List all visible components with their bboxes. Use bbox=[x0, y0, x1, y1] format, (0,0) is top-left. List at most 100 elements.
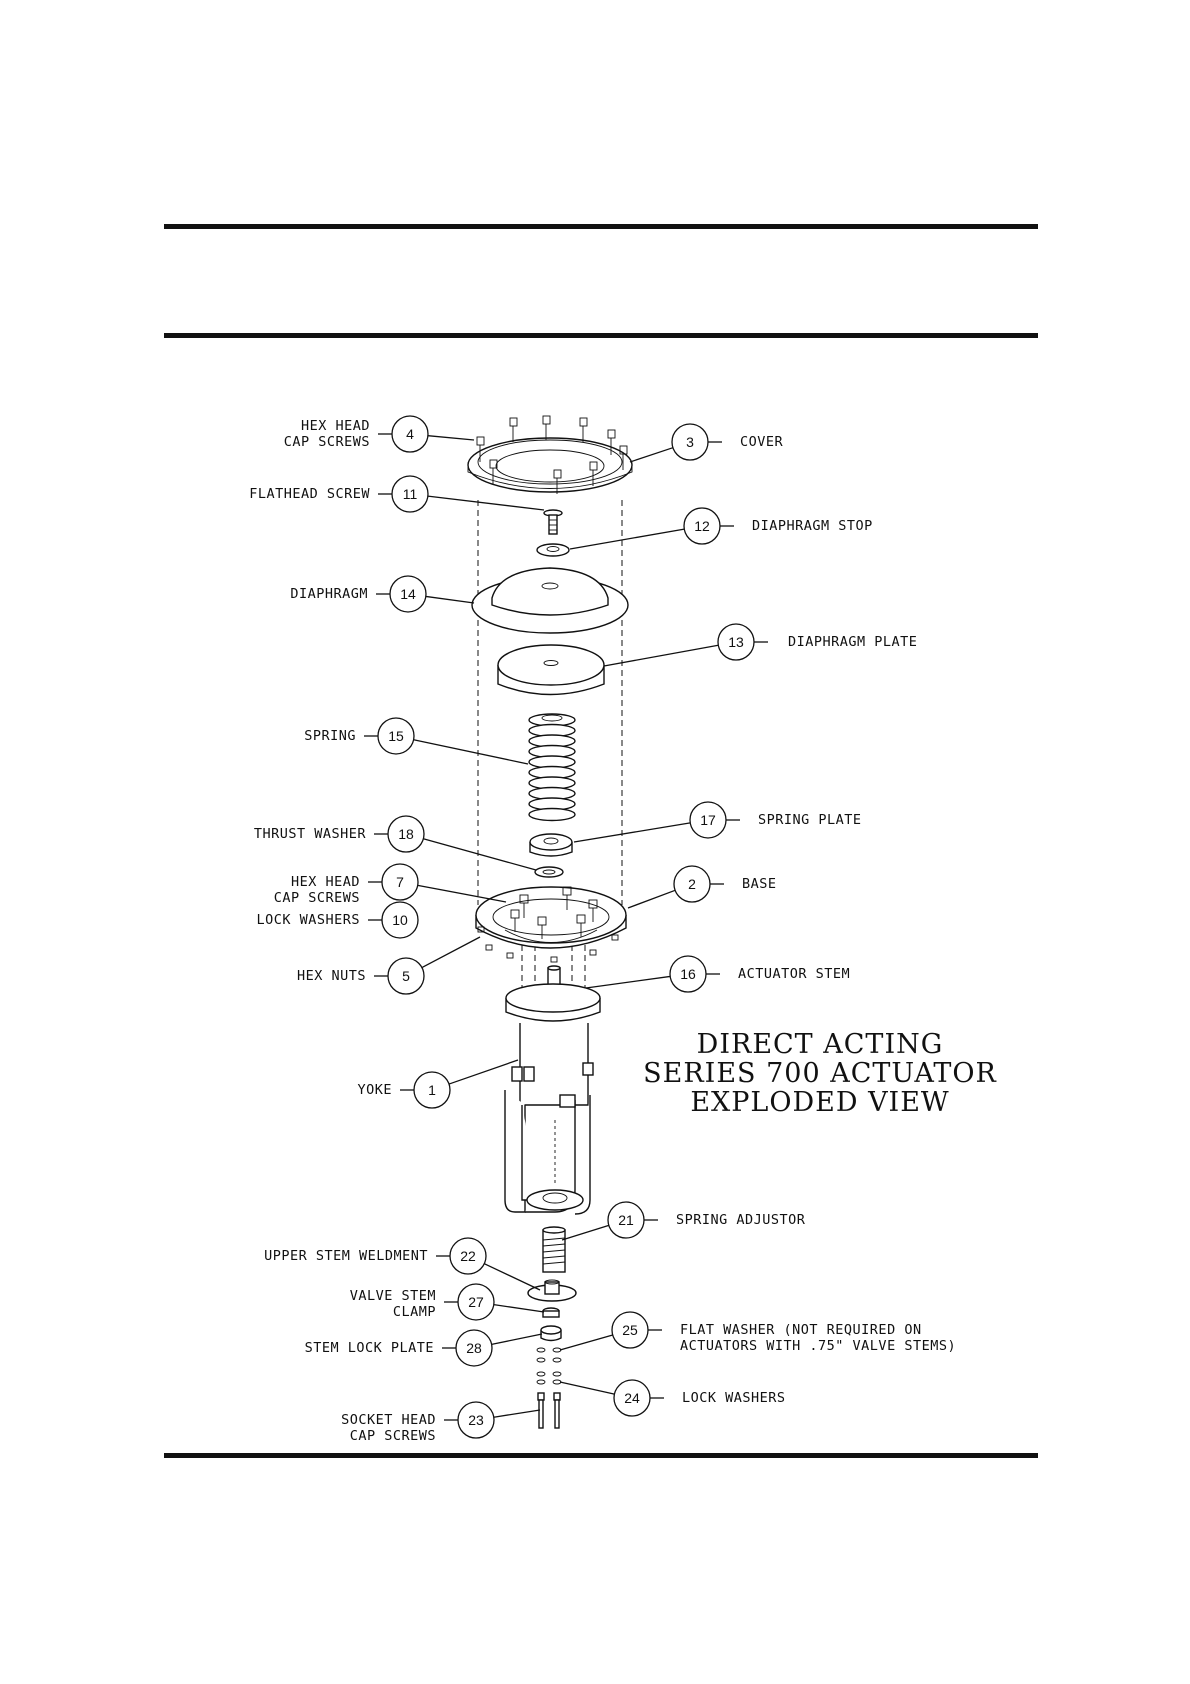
callout-leader bbox=[427, 435, 475, 441]
callout-leader bbox=[491, 1333, 543, 1346]
callout-label: LOCK WASHERS bbox=[256, 912, 360, 928]
callout-leader bbox=[413, 739, 529, 765]
callout-number: 14 bbox=[400, 586, 416, 602]
callout-label: SPRING PLATE bbox=[758, 812, 862, 828]
valve-stem-clamp-part bbox=[542, 1307, 560, 1318]
callout-label: CAP SCREWS bbox=[284, 434, 370, 450]
spring-part bbox=[528, 713, 576, 822]
upper-stem-weldment-part bbox=[527, 1279, 577, 1302]
callout-number: 5 bbox=[402, 968, 410, 984]
callout-24: 24 LOCK WASHERS bbox=[559, 1379, 786, 1417]
callout-label: BASE bbox=[742, 876, 777, 892]
callout-10: 10 LOCK WASHERS bbox=[256, 901, 419, 939]
spring-coil bbox=[528, 807, 576, 822]
callout-leader bbox=[483, 1263, 541, 1291]
flat-and-lock-washers bbox=[536, 1347, 562, 1385]
callout-leader bbox=[448, 1059, 519, 1085]
base-hex-nuts bbox=[477, 926, 619, 963]
socket-head-cap-screws-part bbox=[537, 1392, 561, 1429]
callout-16: 16 ACTUATOR STEM bbox=[585, 955, 850, 993]
callout-leader bbox=[493, 1303, 545, 1313]
callout-label: HEX HEAD bbox=[291, 874, 360, 890]
callout-number: 16 bbox=[680, 966, 696, 982]
footer-rule bbox=[164, 1453, 1038, 1458]
callout-leader bbox=[603, 644, 719, 667]
diaphragm-plate-part bbox=[497, 644, 605, 696]
callout-number: 11 bbox=[403, 486, 418, 502]
callout-label: YOKE bbox=[357, 1082, 392, 1098]
callout-leader bbox=[573, 822, 691, 843]
callout-leader bbox=[561, 1224, 610, 1241]
spring-adjustor-part bbox=[542, 1226, 566, 1273]
callout-label: SPRING bbox=[304, 728, 356, 744]
base-part bbox=[475, 886, 627, 949]
callout-number: 1 bbox=[428, 1082, 436, 1098]
base-cap-screws bbox=[510, 886, 598, 939]
spring-top-opening bbox=[541, 714, 563, 722]
thrust-washer-part bbox=[534, 866, 564, 878]
callout-22: 22 UPPER STEM WELDMENT bbox=[264, 1237, 541, 1291]
flathead-screw-part bbox=[543, 509, 563, 535]
callout-label: DIAPHRAGM PLATE bbox=[788, 634, 917, 650]
cover-part bbox=[467, 437, 633, 493]
header-bottom-rule bbox=[164, 333, 1038, 338]
callout-label: UPPER STEM WELDMENT bbox=[264, 1248, 428, 1264]
callout-number: 10 bbox=[392, 912, 408, 928]
callout-17: 17 SPRING PLATE bbox=[573, 801, 862, 843]
callout-1: 1 YOKE bbox=[357, 1059, 519, 1109]
callout-leader bbox=[423, 838, 537, 871]
callout-leader bbox=[421, 936, 481, 969]
callout-number: 17 bbox=[700, 812, 716, 828]
callout-number: 18 bbox=[398, 826, 414, 842]
yoke-part bbox=[504, 983, 601, 1215]
callout-label: ACTUATOR STEM bbox=[738, 966, 850, 982]
callout-label: FLATHEAD SCREW bbox=[249, 486, 370, 502]
callout-label: VALVE STEM bbox=[350, 1288, 436, 1304]
callout-leader bbox=[559, 1381, 615, 1395]
callout-label: HEX NUTS bbox=[297, 968, 366, 984]
callout-5: 5 HEX NUTS bbox=[297, 936, 481, 995]
callout-11: 11 FLATHEAD SCREW bbox=[249, 475, 545, 513]
callout-number: 15 bbox=[388, 728, 404, 744]
callout-label: FLAT WASHER (NOT REQUIRED ON bbox=[680, 1322, 922, 1338]
callout-leader bbox=[493, 1409, 541, 1418]
callout-label: COVER bbox=[740, 434, 784, 450]
callout-leader bbox=[569, 528, 685, 550]
callout-number: 2 bbox=[688, 876, 696, 892]
diaphragm-part bbox=[471, 567, 629, 634]
diaphragm-stop-part bbox=[536, 543, 570, 557]
callout-label: ACTUATORS WITH .75" VALVE STEMS) bbox=[680, 1338, 956, 1354]
callout-number: 24 bbox=[624, 1390, 640, 1406]
callout-number: 22 bbox=[460, 1248, 476, 1264]
callout-14: 14 DIAPHRAGM bbox=[290, 575, 475, 613]
callout-label: CAP SCREWS bbox=[350, 1428, 436, 1444]
callout-number: 3 bbox=[686, 434, 694, 450]
callout-15: 15 SPRING bbox=[304, 717, 529, 765]
callout-number: 12 bbox=[694, 518, 710, 534]
top-rule bbox=[164, 224, 1038, 229]
callout-label: LOCK WASHERS bbox=[682, 1390, 786, 1406]
callout-2: 2 BASE bbox=[627, 865, 777, 909]
callout-number: 21 bbox=[618, 1212, 634, 1228]
callout-number: 7 bbox=[396, 874, 404, 890]
callout-leader bbox=[559, 1334, 613, 1351]
callout-12: 12 DIAPHRAGM STOP bbox=[569, 507, 873, 550]
callout-leader bbox=[627, 889, 676, 909]
callout-leader bbox=[585, 975, 671, 989]
callout-label: HEX HEAD bbox=[301, 418, 370, 434]
callout-number: 27 bbox=[468, 1294, 484, 1310]
callout-label: DIAPHRAGM STOP bbox=[752, 518, 873, 534]
callout-number: 4 bbox=[406, 426, 414, 442]
callout-label: DIAPHRAGM bbox=[290, 586, 368, 602]
callout-label: STEM LOCK PLATE bbox=[305, 1340, 434, 1356]
title-line-2: SERIES 700 ACTUATOR bbox=[643, 1058, 997, 1089]
